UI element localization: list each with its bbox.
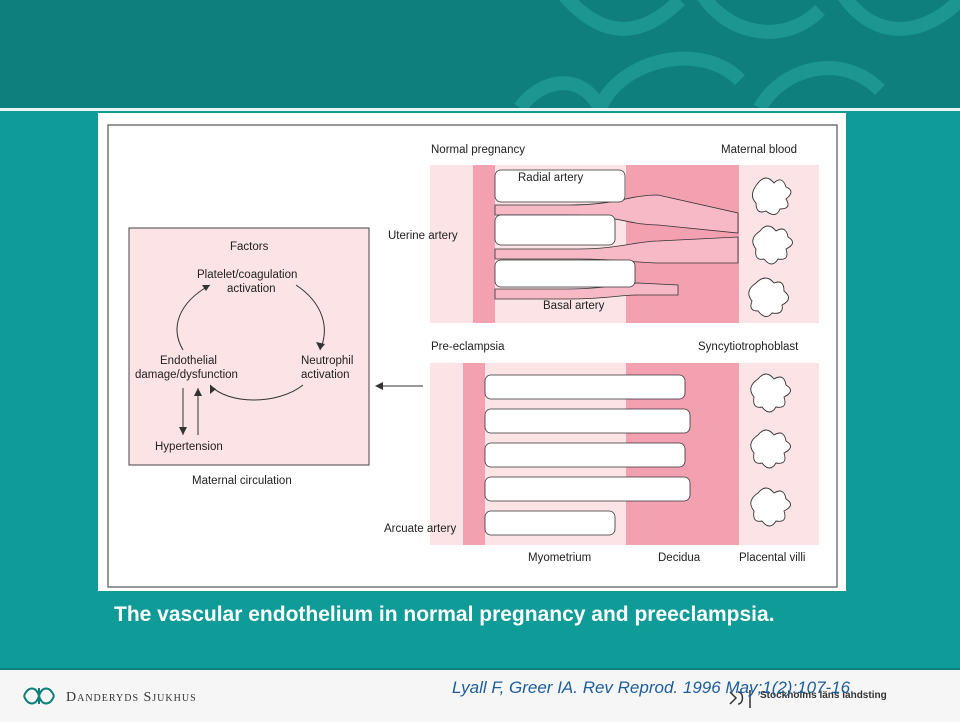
maternal-circulation-label: Maternal circulation: [192, 475, 292, 487]
normal-tissue-1: [494, 214, 616, 246]
factors-box: [128, 227, 370, 466]
decorative-swirl-pattern: [514, 0, 960, 108]
arrowheads: [179, 285, 325, 435]
arcuate-artery-label: Arcuate artery: [384, 523, 456, 535]
normal-uterine-artery: [473, 165, 495, 323]
platelet-label-1: Platelet/coagulation: [197, 269, 297, 281]
platelet-label-2: activation: [227, 283, 276, 295]
maternal-blood-label: Maternal blood: [721, 144, 797, 156]
header-band: [0, 0, 960, 111]
syncytiotrophoblast-label: Syncytiotrophoblast: [698, 341, 799, 353]
hospital-name: Danderyds Sjukhus: [66, 690, 197, 705]
radial-artery-label: Radial artery: [518, 172, 583, 184]
normal-tissue-0: [494, 169, 626, 203]
citation-text: Lyall F, Greer IA. Rev Reprod. 1996 May;…: [452, 678, 855, 697]
preeclampsia-title: Pre-eclampsia: [431, 341, 505, 353]
normal-title: Normal pregnancy: [431, 144, 525, 156]
neutrophil-label-1: Neutrophil: [301, 355, 353, 367]
factors-title: Factors: [230, 241, 269, 253]
footer-bar: [0, 668, 960, 722]
neutrophil-label-2: activation: [301, 369, 350, 381]
hypertension-label: Hypertension: [155, 441, 223, 453]
diagram-figure: Factors Platelet/coagulation activation …: [98, 113, 846, 591]
uterine-artery-label: Uterine artery: [388, 230, 458, 242]
vascular-diagram: Factors Platelet/coagulation activation …: [107, 124, 838, 588]
normal-tissue-2: [494, 259, 636, 288]
slide-caption: The vascular endothelium in normal pregn…: [114, 603, 775, 626]
council-name: Stockholms läns landsting: [760, 690, 887, 701]
hospital-logo-icon: [23, 687, 55, 705]
pe-arcuate-artery: [463, 363, 485, 545]
normal-radial-arteries: [494, 194, 739, 300]
basal-artery-label: Basal artery: [543, 300, 605, 312]
link-arrowhead: [375, 382, 383, 390]
myometrium-label: Myometrium: [528, 552, 591, 564]
placental-villi-label: Placental villi: [739, 552, 805, 564]
endothelial-label-2: damage/dysfunction: [135, 369, 238, 381]
pe-tissue-blocks: [484, 374, 691, 536]
normal-villi: [748, 177, 793, 317]
decidua-label: Decidua: [658, 552, 701, 564]
council-logo-icon: [729, 690, 751, 708]
pe-villi: [750, 373, 791, 527]
endothelial-label-1: Endothelial: [160, 355, 217, 367]
